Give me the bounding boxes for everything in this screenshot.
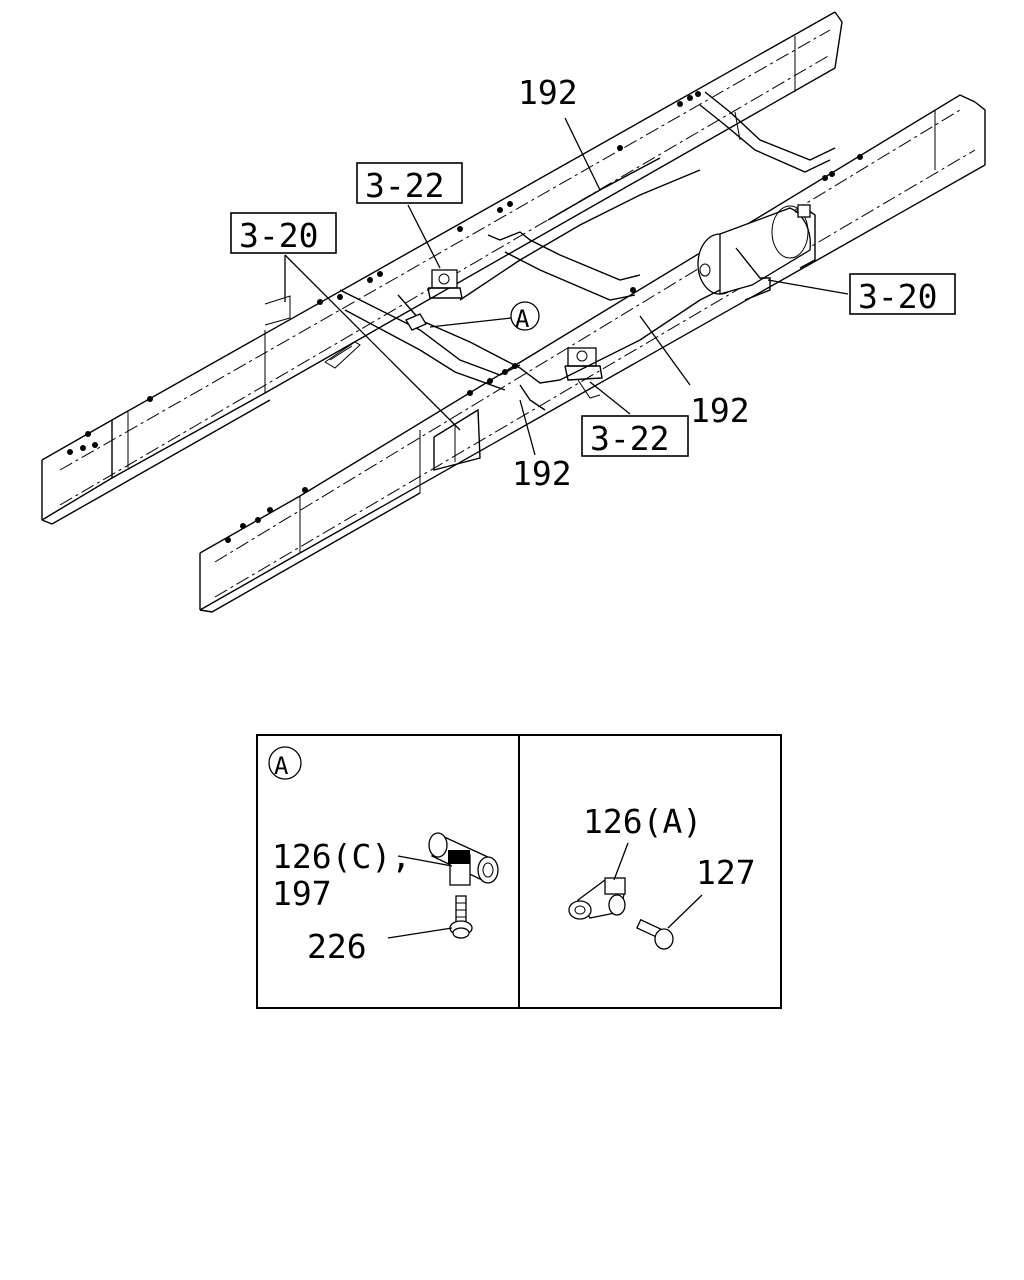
svg-text:3-22: 3-22 bbox=[365, 166, 444, 205]
svg-text:192: 192 bbox=[690, 391, 750, 430]
frame-holes bbox=[67, 91, 863, 543]
detail-a-frame bbox=[256, 734, 782, 1009]
callout-tube-bottom: 192 bbox=[512, 399, 572, 493]
svg-text:3-20: 3-20 bbox=[239, 216, 318, 255]
air-tubes bbox=[397, 157, 721, 411]
valve-bracket-bottom bbox=[564, 347, 603, 399]
callout-tube-top: 192 bbox=[518, 73, 601, 191]
elbow-connector-icon bbox=[428, 832, 499, 886]
chassis-frame bbox=[41, 11, 986, 613]
svg-text:A: A bbox=[274, 752, 289, 780]
ref-tank-left[interactable]: 3-20 bbox=[230, 212, 461, 431]
svg-text:A: A bbox=[515, 305, 530, 333]
callout-tube-right: 192 bbox=[639, 315, 750, 430]
air-tank bbox=[697, 204, 816, 301]
svg-text:3-20: 3-20 bbox=[858, 277, 937, 316]
detail-marker-a[interactable]: A bbox=[429, 301, 540, 333]
svg-text:192: 192 bbox=[518, 73, 578, 112]
svg-text:126(A): 126(A) bbox=[583, 802, 702, 841]
svg-text:197: 197 bbox=[272, 874, 332, 913]
ref-bracket-bottom[interactable]: 3-22 bbox=[581, 381, 689, 458]
svg-text:127: 127 bbox=[696, 853, 756, 892]
detail-a-left-panel: A 126(C), 197 226 bbox=[268, 746, 499, 966]
ref-tank-right[interactable]: 3-20 bbox=[767, 273, 956, 316]
bolt-226-icon bbox=[449, 895, 473, 939]
right-side-rail bbox=[199, 94, 986, 613]
ref-bracket-top[interactable]: 3-22 bbox=[356, 162, 463, 269]
tee-connector-icon bbox=[568, 877, 626, 920]
detail-a-marker: A bbox=[268, 746, 302, 780]
svg-text:192: 192 bbox=[512, 454, 572, 493]
bolt-127-icon bbox=[636, 918, 674, 950]
valve-bracket-top bbox=[427, 269, 463, 299]
svg-text:226: 226 bbox=[307, 927, 367, 966]
svg-text:126(C),: 126(C), bbox=[272, 837, 411, 876]
svg-text:3-22: 3-22 bbox=[590, 419, 669, 458]
rail-bracket bbox=[324, 341, 361, 369]
tank-mount-plate bbox=[264, 295, 481, 471]
detail-a-right-panel: 126(A) 127 bbox=[568, 802, 756, 950]
